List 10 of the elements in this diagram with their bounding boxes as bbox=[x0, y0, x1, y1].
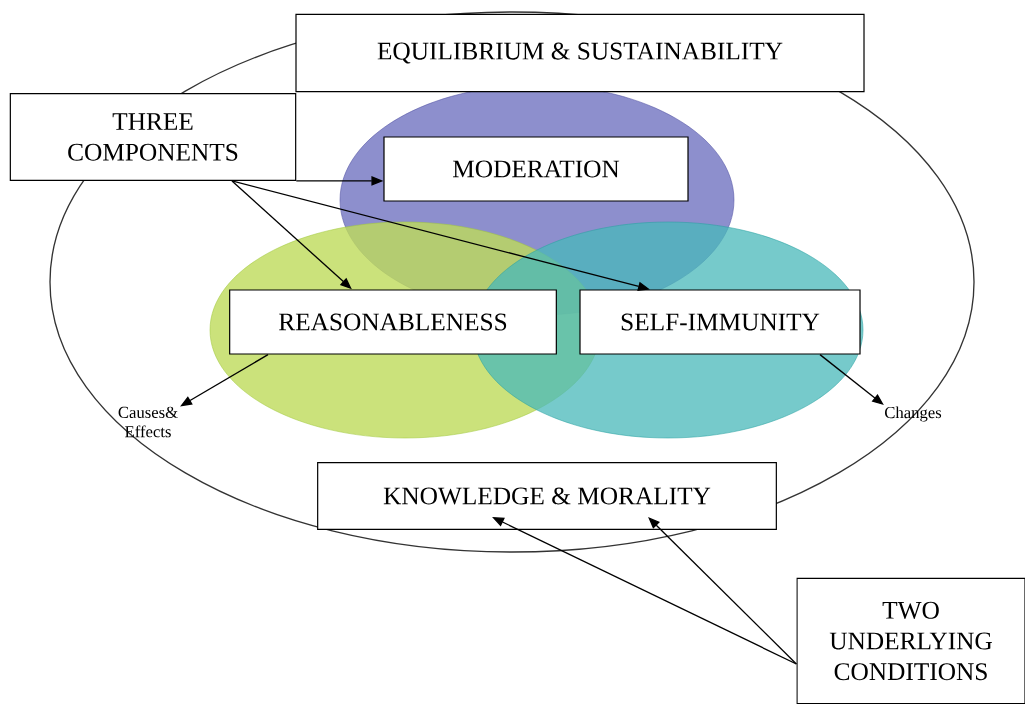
text-box: SELF-IMMUNITY bbox=[579, 289, 861, 355]
text-box: MODERATION bbox=[383, 136, 689, 202]
text-box: EQUILIBRIUM & SUSTAINABILITY bbox=[295, 13, 865, 93]
text-box: THREE COMPONENTS bbox=[9, 93, 297, 181]
arrow bbox=[180, 353, 269, 407]
text-box: KNOWLEDGE & MORALITY bbox=[317, 462, 777, 530]
caption-text: Causes& Effects bbox=[118, 406, 178, 438]
text-box: REASONABLENESS bbox=[229, 289, 557, 355]
text-box: TWO UNDERLYING CONDITIONS bbox=[796, 577, 1025, 704]
arrow bbox=[648, 517, 798, 665]
